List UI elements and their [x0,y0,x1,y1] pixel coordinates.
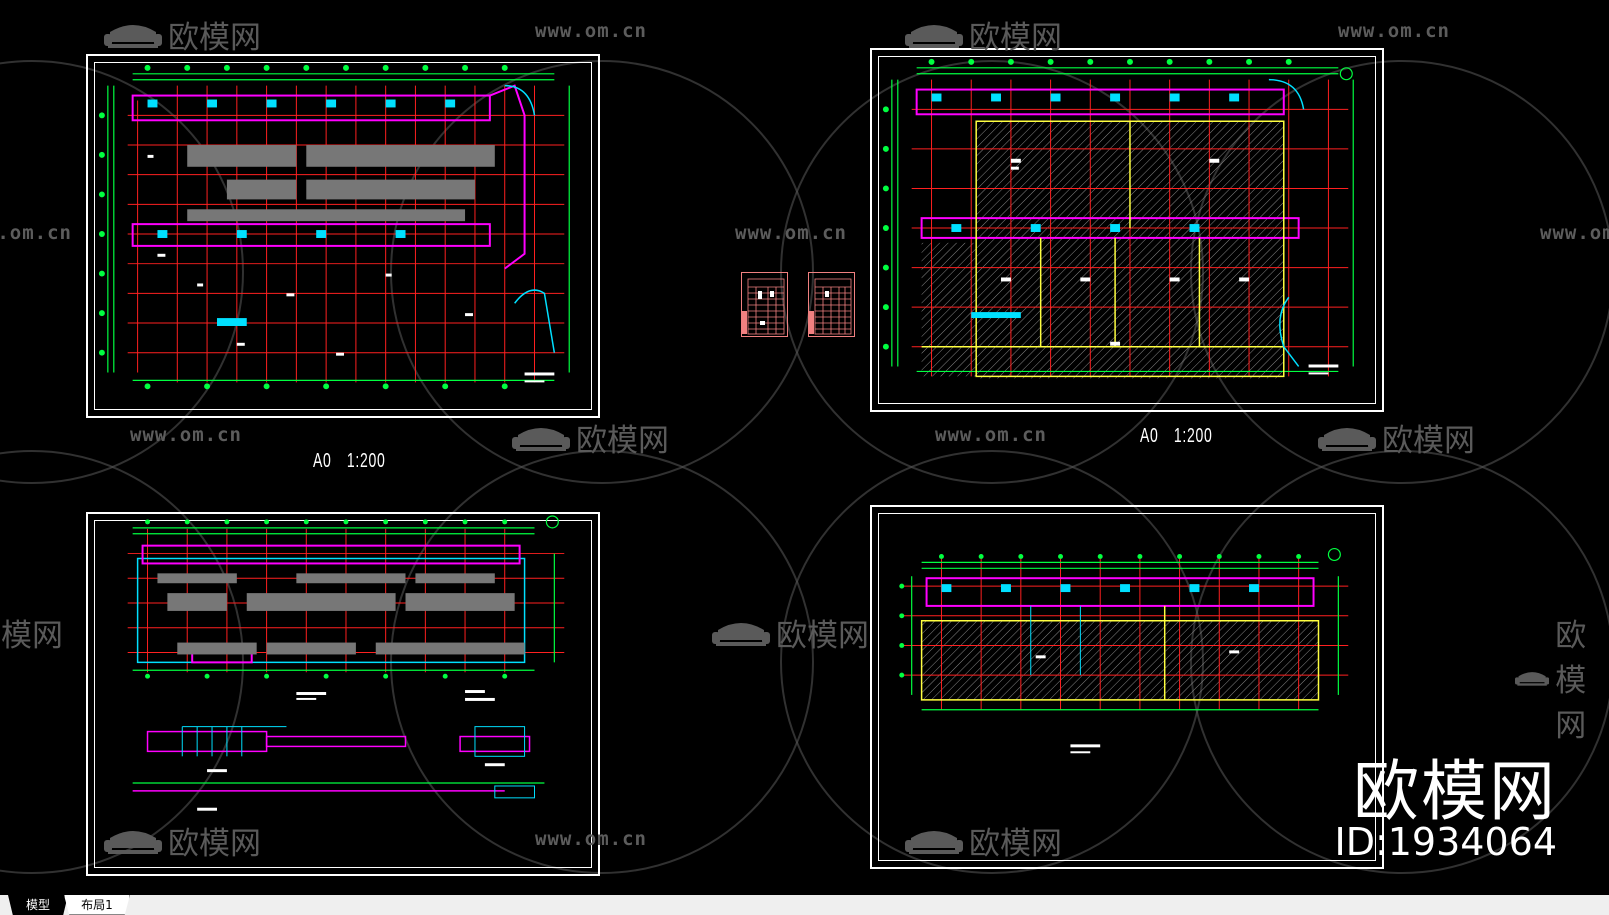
paper-size: A0 [1140,425,1159,447]
watermark-logo: 欧模网 [905,818,1062,863]
watermark-brand-text: 欧模网 [0,618,63,654]
paper-size: A0 [313,450,332,472]
watermark-brand-text: 欧模网 [168,826,261,862]
watermark-logo: 欧模网 [712,610,869,655]
schedule-table-drawing [809,278,852,335]
drawing-scale: 1:200 [346,450,386,472]
watermark-brand-text: 欧模网 [576,423,669,459]
floor-plan-drawing [98,64,570,390]
watermark-url: www.om.cn [0,222,72,244]
schedule-table-sheet-2[interactable] [808,272,855,337]
model-id-label: ID:1934064 [1334,820,1557,864]
floor-plan-drawing [882,58,1354,379]
brand-watermark-large: 欧模网 [1353,753,1557,830]
tab-layout1[interactable]: 布局1 [64,895,130,915]
watermark-brand-text: 欧模网 [969,826,1062,862]
floor-plan-drawing [899,547,1349,754]
schedule-table-sheet-1[interactable] [741,272,788,337]
drawing-sheet-top-right[interactable] [870,48,1384,412]
scale-label-top-left: A0 1:200 [313,450,401,473]
watermark-logo: 欧模网 [512,415,669,460]
drawing-sheet-bottom-left[interactable] [86,512,600,876]
watermark-url: www.om.cn [535,828,647,850]
watermark-url: www.om.cn [1338,20,1450,42]
watermark-brand-text: 欧模网 [969,20,1062,56]
watermark-logo: 欧模网 [1515,610,1609,745]
sofa-logo-icon [712,622,770,646]
sofa-logo-icon [905,24,963,48]
floor-plan-and-sections-drawing [127,515,565,811]
sofa-logo-icon [1318,427,1376,451]
drawing-sheet-bottom-right[interactable] [870,505,1384,869]
sofa-logo-icon [104,24,162,48]
watermark-logo: 欧模网 [1318,415,1475,460]
scale-label-top-right: A0 1:200 [1140,425,1228,448]
sheet-inner-frame [878,56,1376,404]
watermark-logo: 欧模网 [0,610,63,655]
schedule-table-drawing [742,278,785,335]
sofa-logo-icon [905,830,963,854]
layout-tab-bar: 模型 布局1 [0,895,1609,915]
sheet-inner-frame [878,513,1376,861]
watermark-url: www.om.cn [535,20,647,42]
watermark-logo: 欧模网 [104,818,261,863]
tab-model[interactable]: 模型 [8,895,68,915]
sofa-logo-icon [512,427,570,451]
watermark-url: www.om.cn [935,424,1047,446]
watermark-logo: 欧模网 [905,12,1062,57]
cad-drawing-canvas[interactable]: A01:200 A01:200 欧模网 欧模网 欧模网 欧模网 欧模网 欧模网 … [0,0,1609,895]
watermark-url: www.om.cn [735,222,847,244]
drawing-scale: 1:200 [1173,425,1213,447]
watermark-url: www.om.cn [130,424,242,446]
watermark-url: www.om.cn [1540,222,1609,244]
watermark-brand-text: 欧模网 [168,20,261,56]
sheet-inner-frame [94,62,592,410]
watermark-brand-text: 欧模网 [1382,423,1475,459]
drawing-sheet-top-left[interactable] [86,54,600,418]
sheet-inner-frame [94,520,592,868]
sofa-logo-icon [1515,671,1550,686]
watermark-brand-text: 欧模网 [1555,618,1587,744]
watermark-brand-text: 欧模网 [776,618,869,654]
watermark-logo: 欧模网 [104,12,261,57]
sofa-logo-icon [104,830,162,854]
